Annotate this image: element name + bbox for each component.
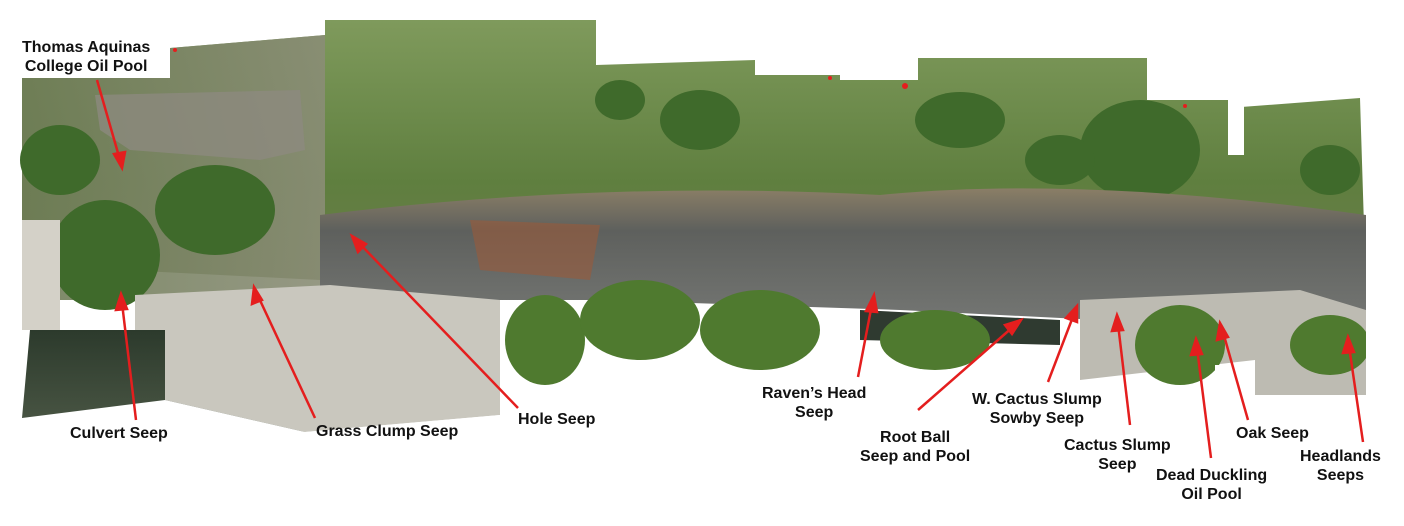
label-w-cactus-slump: W. Cactus Slump Sowby Seep [972,390,1102,428]
cobble-left [135,285,500,432]
label-ravens-head-seep: Raven’s Head Seep [762,384,866,422]
arrow-culvert [114,290,138,421]
panorama-bottom-mask [0,400,500,526]
label-grass-clump-seep: Grass Clump Seep [316,422,458,441]
label-line: Seep and Pool [860,448,971,465]
arrow-headlands [1341,333,1365,443]
label-line: Culvert Seep [70,425,168,442]
label-dead-duckling-oil-pool: Dead Duckling Oil Pool [1156,466,1267,504]
cobble-left-edge [22,220,60,330]
label-hole-seep: Hole Seep [518,410,595,429]
arrow-ravens-head [856,291,879,378]
label-line: Raven’s Head [762,385,867,402]
arrow-oak [1215,319,1250,421]
annotation-arrows [95,79,1365,459]
red-markers [173,48,1187,108]
label-line: Dead Duckling [1156,467,1268,484]
label-oak-seep: Oak Seep [1236,424,1309,443]
left-cliff-rock [95,90,305,160]
shrubs [20,80,1360,310]
label-line: Oak Seep [1236,425,1309,442]
panorama-right-mask [1366,0,1404,526]
culvert-pool [22,330,305,432]
label-line: Seep [1098,456,1137,473]
rust-stain [470,220,600,280]
label-line: Thomas Aquinas [22,39,151,56]
label-line: College Oil Pool [24,58,148,75]
label-culvert-seep: Culvert Seep [70,424,168,443]
label-line: Hole Seep [518,411,596,428]
shale-outcrop [320,188,1366,330]
label-line: Seeps [1316,467,1365,484]
arrow-dead-duckling [1189,335,1213,459]
label-line: Headlands [1300,448,1381,465]
label-line: Grass Clump Seep [316,423,459,440]
label-line: Cactus Slump [1064,437,1171,454]
label-line: Sowby Seep [989,410,1085,427]
label-root-ball-seep: Root Ball Seep and Pool [860,428,970,466]
arrow-root-ball [917,317,1024,411]
arrow-cactus-slump [1110,311,1132,426]
label-cactus-slump-seep: Cactus Slump Seep [1064,436,1171,474]
panorama-notch [1228,100,1244,155]
arrow-hole [349,233,519,409]
arrow-w-cactus [1046,302,1079,383]
panorama-bottom-mask-mid [500,365,1404,526]
label-thomas-aquinas: Thomas Aquinas College Oil Pool [22,38,150,76]
label-line: W. Cactus Slump [972,391,1102,408]
arrow-grass-clump [250,283,317,419]
label-line: Oil Pool [1181,486,1242,503]
arrow-thomas-aquinas [95,79,127,172]
label-line: Root Ball [880,429,951,446]
label-line: Seep [795,404,834,421]
label-headlands-seeps: Headlands Seeps [1300,447,1381,485]
foreground-vegetation [505,280,1370,385]
